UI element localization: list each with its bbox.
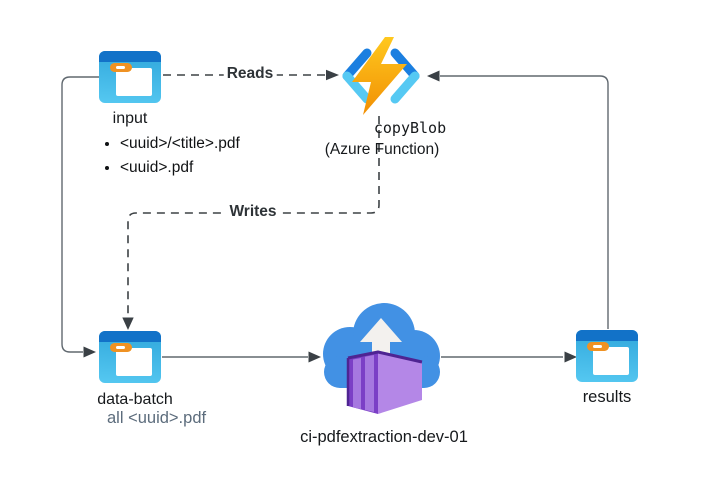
input-file-item: <uuid>.pdf — [120, 156, 240, 180]
folder-icon — [116, 68, 152, 96]
folder-tab-icon — [110, 343, 132, 352]
right-bracket-bottom — [390, 71, 420, 104]
folder-icon — [593, 347, 629, 375]
folder-tab-icon — [110, 63, 132, 72]
left-bracket-bottom — [342, 71, 372, 104]
function-name: copyBlob — [373, 119, 447, 137]
lightning-bolt-icon — [352, 37, 407, 115]
function-sublabel: (Azure Function) — [324, 141, 440, 158]
left-bracket-top — [342, 48, 372, 81]
arrowhead-writes — [122, 317, 134, 330]
copy-blob-node-label: copyBlob (Azure Function) — [286, 118, 478, 160]
blob-header-band — [99, 51, 161, 62]
data-batch-note: all <uuid>.pdf — [107, 409, 207, 427]
edge-results-to-copy-blob — [440, 75, 609, 329]
blob-header-band — [576, 330, 638, 341]
arrowhead-data-batch-to-container — [308, 351, 321, 363]
upload-arrow-icon — [360, 318, 402, 378]
azure-function-icon — [342, 37, 420, 115]
edge-input-to-data-batch — [61, 76, 99, 353]
folder-icon — [116, 348, 152, 376]
input-file-list: <uuid>/<title>.pdf <uuid>.pdf — [104, 132, 240, 180]
folder-tab-icon — [587, 342, 609, 351]
edge-label-reads: Reads — [223, 65, 277, 83]
results-node-label: results — [582, 388, 632, 406]
arrowhead-input-to-data-batch — [83, 346, 96, 358]
input-file-item: <uuid>/<title>.pdf — [120, 132, 240, 156]
input-blob-container-icon — [99, 51, 161, 103]
data-batch-blob-container-icon — [99, 331, 161, 383]
arrowhead-results-to-copy-blob — [427, 70, 440, 82]
blob-header-band — [99, 331, 161, 342]
input-node-label: input — [112, 110, 148, 127]
arrowhead-container-to-results — [564, 351, 577, 363]
container-instances-cloud-icon — [323, 303, 440, 414]
container-instance-label: ci-pdfextraction-dev-01 — [300, 428, 468, 446]
results-blob-container-icon — [576, 330, 638, 382]
edge-label-writes: Writes — [226, 203, 280, 221]
data-batch-node-label: data-batch — [97, 391, 173, 408]
edge-writes — [127, 116, 380, 318]
arrowhead-reads — [326, 69, 339, 81]
container-box-icon — [346, 350, 423, 414]
